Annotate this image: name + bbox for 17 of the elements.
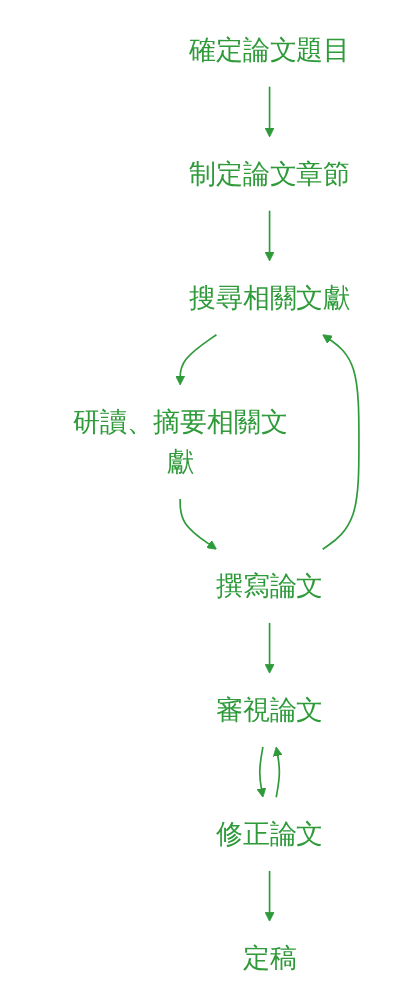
node-text: 撰寫論文: [215, 570, 323, 602]
arrow: [175, 333, 218, 386]
node-text: 定稿: [242, 942, 297, 974]
arrow: [272, 746, 283, 799]
node-text: 審視論文: [215, 694, 323, 726]
arrow: [264, 870, 275, 922]
arrow: [264, 622, 275, 674]
node-text: 搜尋相關文獻: [188, 282, 350, 314]
node-text: 修正論文: [215, 818, 323, 850]
arrow: [264, 209, 275, 262]
arrow: [321, 334, 360, 551]
node-text: 研讀、摘要相關文獻: [72, 406, 288, 478]
node-text: 制定論文章節: [188, 158, 350, 190]
node-text: 確定論文題目: [188, 34, 350, 66]
arrow: [256, 746, 266, 798]
arrow: [179, 498, 217, 550]
arrow: [264, 85, 275, 138]
